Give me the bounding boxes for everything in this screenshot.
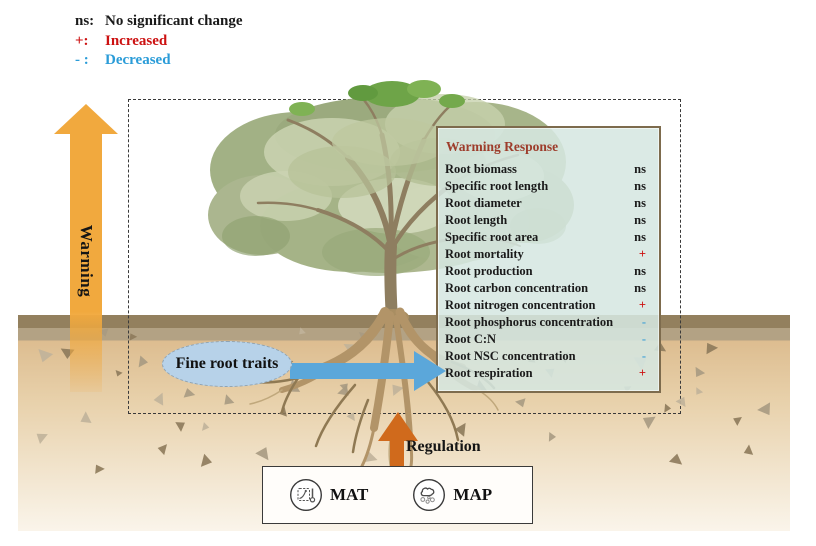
soil-debris-triangle <box>183 388 196 398</box>
trait-label: Root carbon concentration <box>445 281 589 295</box>
fine-root-traits-label: Fine root traits <box>175 355 279 372</box>
warming-response-row: Root nitrogen concentration + <box>445 297 646 314</box>
regulation-arrow <box>378 412 418 467</box>
soil-debris-triangle <box>668 453 683 465</box>
soil-debris-triangle <box>664 403 672 413</box>
legend-row: +: Increased <box>75 32 243 52</box>
legend: ns: No significant change +: Increased - : De… <box>75 12 243 71</box>
soil-debris-triangle <box>175 422 185 432</box>
trait-label: Root mortality <box>445 247 524 261</box>
soil-debris-triangle <box>138 355 149 368</box>
soil-debris-triangle <box>200 453 213 467</box>
soil-debris-triangle <box>80 411 92 424</box>
legend-label: Decreased <box>105 52 171 68</box>
soil-debris-triangle <box>255 447 269 461</box>
soil-debris-triangle <box>129 333 138 341</box>
trait-response-value: ns <box>634 213 646 227</box>
soil-debris-triangle <box>358 331 367 339</box>
trait-response-value: ns <box>634 179 646 193</box>
soil-debris-triangle <box>743 444 754 455</box>
trait-response-value: ns <box>634 264 646 278</box>
soil-debris-triangle <box>733 416 742 426</box>
trait-label: Root phosphorus concentration <box>445 315 614 329</box>
trait-response-value: ns <box>634 162 646 176</box>
climate-drivers-box: MAT MAP <box>262 466 533 524</box>
soil-debris-triangle <box>299 327 306 335</box>
soil-debris-triangle <box>548 432 557 442</box>
soil-debris-triangle <box>757 402 771 416</box>
trait-response-value: + <box>638 366 646 380</box>
trait-response-value: ns <box>634 281 646 295</box>
soil-debris-triangle <box>346 412 355 422</box>
temperature-chart-icon <box>289 478 323 512</box>
soil-debris-triangle <box>95 464 105 474</box>
trait-response-value: - <box>641 315 646 329</box>
trait-label: Root respiration <box>445 366 533 380</box>
warming-response-row: Root NSC concentration - <box>445 348 646 365</box>
legend-row: ns: No significant change <box>75 12 243 32</box>
trait-label: Root nitrogen concentration <box>445 298 596 312</box>
warming-response-row: Root carbon concentration ns <box>445 280 646 297</box>
soil-debris-triangle <box>454 422 466 437</box>
warming-arrow <box>54 104 118 392</box>
warming-response-title: Warming Response <box>446 139 559 154</box>
legend-symbol: - : <box>75 52 89 68</box>
trait-response-value: + <box>638 247 646 261</box>
soil-debris-triangle <box>201 422 210 431</box>
warming-response-row: Specific root length ns <box>445 178 646 195</box>
legend-label: No significant change <box>105 13 243 29</box>
precipitation-cloud-icon <box>413 478 446 512</box>
trait-label: Specific root length <box>445 179 549 193</box>
warming-response-row: Root diameter ns <box>445 195 646 212</box>
trait-label: Root biomass <box>445 162 517 176</box>
trait-label: Root NSC concentration <box>445 349 576 363</box>
map-item: MAP <box>412 478 492 512</box>
warming-response-row: Root biomass ns <box>445 161 646 178</box>
mat-label: MAT <box>330 485 369 504</box>
trait-label: Root production <box>445 264 533 278</box>
warming-response-row: Root C:N - <box>445 331 646 348</box>
trait-response-value: + <box>638 298 646 312</box>
warming-response-row: Root respiration + <box>445 365 646 382</box>
mat-item: MAT <box>289 478 368 512</box>
warming-response-row: Root length ns <box>445 212 646 229</box>
warming-response-row: Root phosphorus concentration - <box>445 314 646 331</box>
legend-label: Increased <box>105 32 168 49</box>
soil-debris-triangle <box>364 451 378 463</box>
warming-arrow-label: Warming <box>77 224 96 298</box>
legend-row: - : Decreased <box>75 51 243 71</box>
legend-symbol: ns: <box>75 13 95 29</box>
trait-response-value: - <box>641 349 646 363</box>
trait-response-value: ns <box>634 196 646 210</box>
soil-debris-triangle <box>675 396 686 408</box>
trait-label: Root C:N <box>445 332 497 346</box>
soil-debris-triangle <box>695 366 706 377</box>
soil-debris-triangle <box>642 416 656 429</box>
soil-debris-triangle <box>696 387 704 395</box>
trait-label: Specific root area <box>445 230 539 244</box>
legend-symbol: +: <box>75 32 89 49</box>
soil-debris-triangle <box>157 444 168 456</box>
soil-debris-triangle <box>153 392 164 406</box>
soil-debris-triangle <box>515 398 526 408</box>
soil-debris-triangle <box>115 370 123 377</box>
soil-debris-triangle <box>36 433 48 445</box>
warming-response-row: Specific root area ns <box>445 229 646 246</box>
soil-debris-triangle <box>38 348 54 363</box>
warming-response-row: Root mortality + <box>445 246 646 263</box>
soil-debris-triangle <box>706 342 719 355</box>
trait-response-value: ns <box>634 230 646 244</box>
regulation-label: Regulation <box>406 438 481 455</box>
fine-root-traits-bubble: Fine root traits <box>162 341 292 387</box>
trait-label: Root diameter <box>445 196 522 210</box>
warming-response-row: Root production ns <box>445 263 646 280</box>
trait-response-value: - <box>641 332 646 346</box>
trait-label: Root length <box>445 213 508 227</box>
map-label: MAP <box>453 485 493 504</box>
soil-debris-triangle <box>224 394 235 405</box>
